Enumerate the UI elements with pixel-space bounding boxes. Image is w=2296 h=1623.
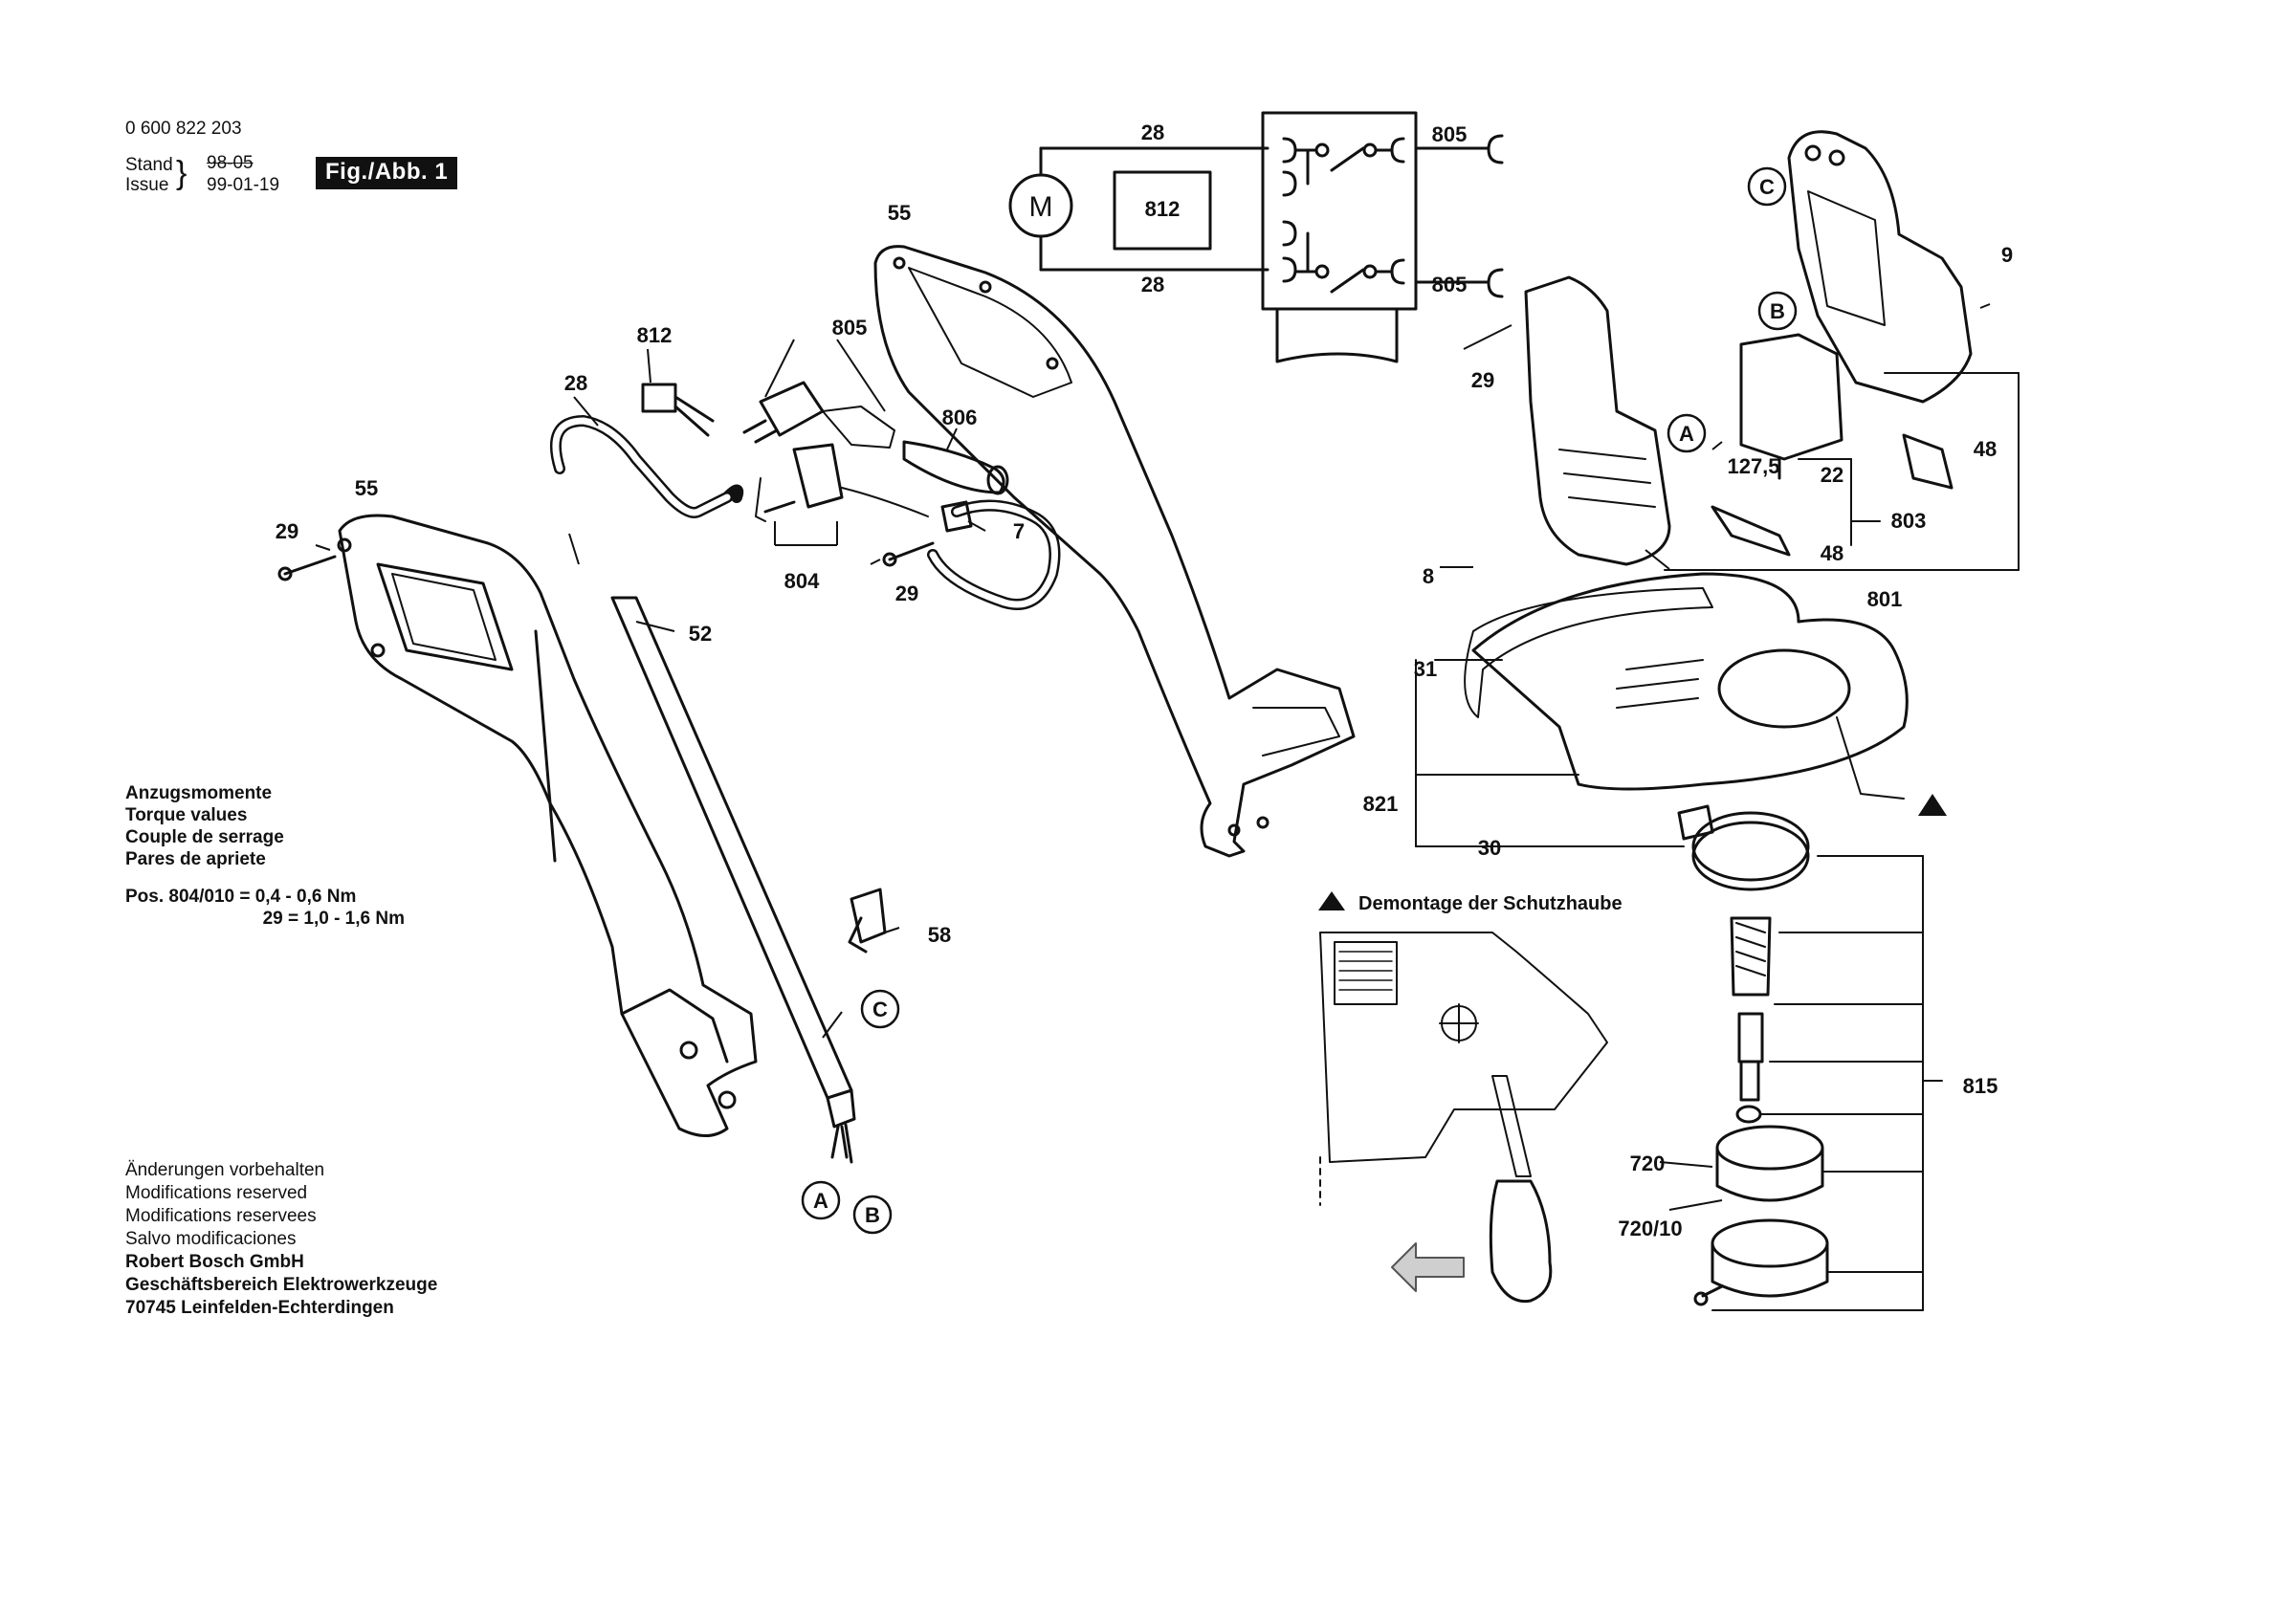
screw-29-mid <box>882 541 935 567</box>
callout-9: 9 <box>2001 243 2013 267</box>
footer-line-de: Änderungen vorbehalten <box>125 1160 325 1180</box>
torque-line-es: Pares de apriete <box>125 849 266 869</box>
callout-55-left: 55 <box>355 476 378 500</box>
callout-7: 7 <box>1013 519 1025 543</box>
motor-b <box>1739 333 1843 480</box>
callout-801: 801 <box>1867 587 1903 611</box>
callout-29-right: 29 <box>1471 368 1494 392</box>
schematic-wire-bottom: 28 <box>1141 273 1164 296</box>
schematic-plug-top: 805 <box>1432 122 1468 146</box>
company-division: Geschäftsbereich Elektrowerkzeuge <box>125 1275 438 1295</box>
wiring-schematic <box>1008 111 1504 363</box>
leader-815 <box>1711 855 1943 1311</box>
callout-52: 52 <box>689 622 712 646</box>
torque-line-fr: Couple de serrage <box>125 827 284 847</box>
callout-30: 30 <box>1478 836 1501 860</box>
issue-value: 99-01-19 <box>207 175 280 195</box>
callout-806: 806 <box>942 406 978 429</box>
callout-821: 821 <box>1363 792 1399 816</box>
company-name: Robert Bosch GmbH <box>125 1252 304 1272</box>
handle-right-half <box>873 245 1356 858</box>
callout-812: 812 <box>637 323 673 347</box>
footer-block: Änderungen vorbehalten Modifications res… <box>125 1159 437 1320</box>
motor-housing-c <box>1787 130 1973 404</box>
marker-c-housing-circle <box>1747 166 1787 207</box>
handle-left-assembly <box>337 514 758 1137</box>
label-leaders <box>315 303 1991 1211</box>
clip-58 <box>848 888 887 954</box>
schematic-box-label: 812 <box>1145 197 1181 221</box>
footer-line-en: Modifications reserved <box>125 1183 308 1203</box>
callout-8: 8 <box>1423 564 1434 588</box>
issue-label: Issue <box>125 175 169 195</box>
pointer-line <box>1836 716 1905 800</box>
torque-line-de: Anzugsmomente <box>125 783 273 803</box>
brace-glyph: } <box>176 155 188 191</box>
stand-value: 98-05 <box>207 153 254 173</box>
torque-block: Anzugsmomente Torque values Couple de se… <box>125 782 405 930</box>
torque-spec-2: 29 = 1,0 - 1,6 Nm <box>262 909 405 929</box>
callout-55-top: 55 <box>888 201 911 225</box>
schematic-plug-bottom: 805 <box>1432 273 1468 296</box>
callout-127-5: 127,5 <box>1727 454 1779 478</box>
grommet-806 <box>902 440 1009 495</box>
callout-48-bottom: 48 <box>1821 541 1843 565</box>
callout-720-10: 720/10 <box>1618 1217 1682 1240</box>
callout-815: 815 <box>1963 1074 1998 1098</box>
demontage-caption: Demontage der Schutzhaube <box>1358 893 1623 914</box>
company-address: 70745 Leinfelden-Echterdingen <box>125 1298 394 1318</box>
callout-720: 720 <box>1630 1151 1666 1175</box>
footer-line-es: Salvo modificaciones <box>125 1229 297 1249</box>
marker-b-bottom: B <box>865 1203 880 1227</box>
callout-29-left: 29 <box>276 519 298 543</box>
capacitor-812 <box>641 383 715 437</box>
demontage-inset <box>1319 932 1608 1304</box>
callout-804: 804 <box>784 569 820 593</box>
cable-28 <box>550 415 1061 610</box>
marker-a-bottom-circle <box>801 1180 841 1220</box>
tube-52 <box>610 596 856 1164</box>
part-number: 0 600 822 203 <box>125 119 242 139</box>
marker-a-bottom: A <box>813 1189 828 1213</box>
screw-29-left <box>277 555 337 581</box>
switch-804 <box>755 443 929 522</box>
marker-b-motor-circle <box>1757 291 1798 331</box>
marker-c-left-circle <box>860 989 900 1029</box>
marker-a-motor: A <box>1679 422 1694 446</box>
torque-spec-1: Pos. 804/010 = 0,4 - 0,6 Nm <box>125 887 357 907</box>
part-7-clamp <box>940 500 973 533</box>
warning-triangle-icon <box>1918 794 1947 816</box>
demontage-triangle-icon <box>1318 891 1345 910</box>
callout-805: 805 <box>832 316 868 340</box>
footer-line-fr: Modifications reservees <box>125 1206 317 1226</box>
marker-c-left: C <box>872 998 888 1021</box>
marker-a-motor-circle <box>1667 413 1707 453</box>
guard-leaders <box>1415 659 1685 847</box>
figure-label: Fig./Abb. 1 <box>316 157 458 189</box>
stand-label: Stand <box>125 155 173 175</box>
callout-803: 803 <box>1891 509 1927 533</box>
callout-48-top: 48 <box>1974 437 1997 461</box>
callout-29-mid: 29 <box>895 581 918 605</box>
spool-assembly-815 <box>1691 811 1829 1306</box>
torque-line-en: Torque values <box>125 805 248 825</box>
schematic-wire-top: 28 <box>1141 121 1164 144</box>
marker-c-housing: C <box>1759 175 1775 199</box>
callout-31: 31 <box>1414 657 1437 681</box>
marker-b-motor: B <box>1770 299 1785 323</box>
bracket-801-803 <box>1664 372 2020 571</box>
guard-821 <box>1464 572 1909 791</box>
marker-b-bottom-circle <box>852 1195 893 1235</box>
plug-805 <box>742 381 895 449</box>
front-housing <box>1524 275 1671 566</box>
callout-22: 22 <box>1821 463 1843 487</box>
callout-58: 58 <box>928 923 951 947</box>
callout-28: 28 <box>564 371 587 395</box>
motor-symbol: M <box>1029 191 1053 223</box>
